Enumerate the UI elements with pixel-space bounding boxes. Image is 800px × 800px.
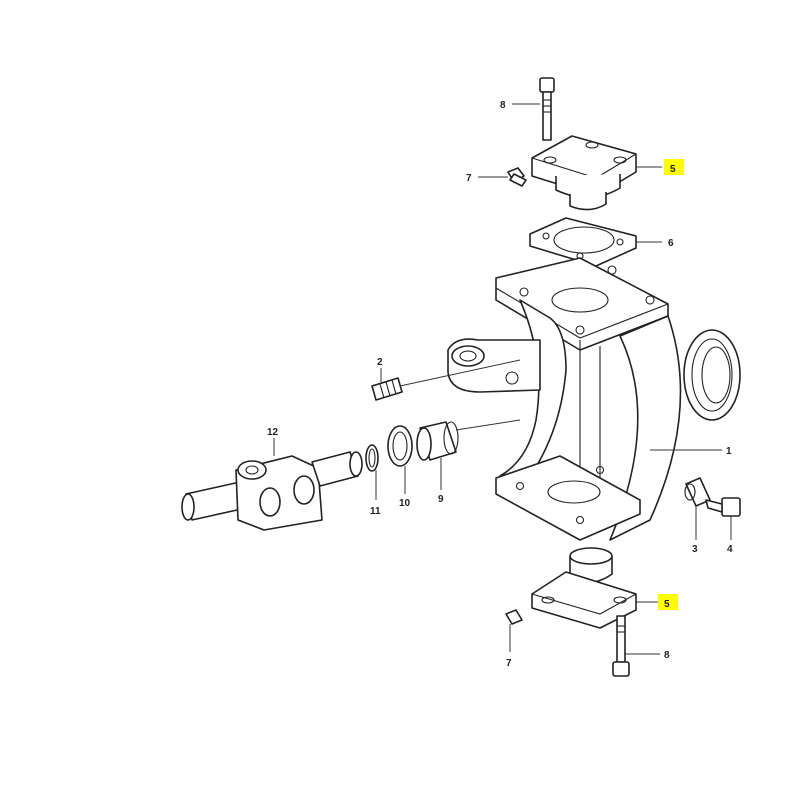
screw-bottom — [505, 609, 523, 625]
callout-10: 10 — [399, 498, 411, 509]
gasket — [529, 217, 637, 267]
sleeve — [684, 477, 711, 507]
kingpin-cap-bottom — [531, 547, 637, 629]
callout-4: 4 — [727, 544, 733, 555]
callout-5-top: 5 — [670, 164, 676, 175]
highlight-5-top — [664, 159, 684, 175]
kingpin-cap-top — [531, 135, 637, 211]
callout-11: 11 — [370, 506, 381, 517]
bushing — [416, 421, 459, 461]
driveshaft-ujoint — [181, 451, 363, 531]
callouts: 8 7 5 6 2 12 1 11 10 9 3 4 5 7 8 — [267, 100, 733, 669]
highlight-5-bottom — [658, 594, 678, 610]
callout-1: 1 — [726, 446, 732, 457]
callout-5-bottom: 5 — [664, 599, 670, 610]
steering-knuckle — [447, 257, 741, 541]
callout-9: 9 — [438, 494, 444, 505]
callout-12: 12 — [267, 427, 279, 438]
leader-lines — [273, 103, 732, 655]
callout-7-top: 7 — [466, 173, 472, 184]
callout-3: 3 — [692, 544, 698, 555]
bolt-bottom — [612, 615, 630, 677]
callout-2: 2 — [377, 357, 383, 368]
screw-top — [507, 167, 527, 187]
callout-7-bottom: 7 — [506, 658, 512, 669]
seal-ring — [387, 425, 413, 467]
bolt-top — [539, 77, 555, 141]
bolt-side — [705, 497, 741, 517]
callout-8-bottom: 8 — [664, 650, 670, 661]
callout-8-top: 8 — [500, 100, 506, 111]
snap-ring — [365, 444, 379, 472]
callout-6: 6 — [668, 238, 674, 249]
stud — [371, 377, 403, 401]
